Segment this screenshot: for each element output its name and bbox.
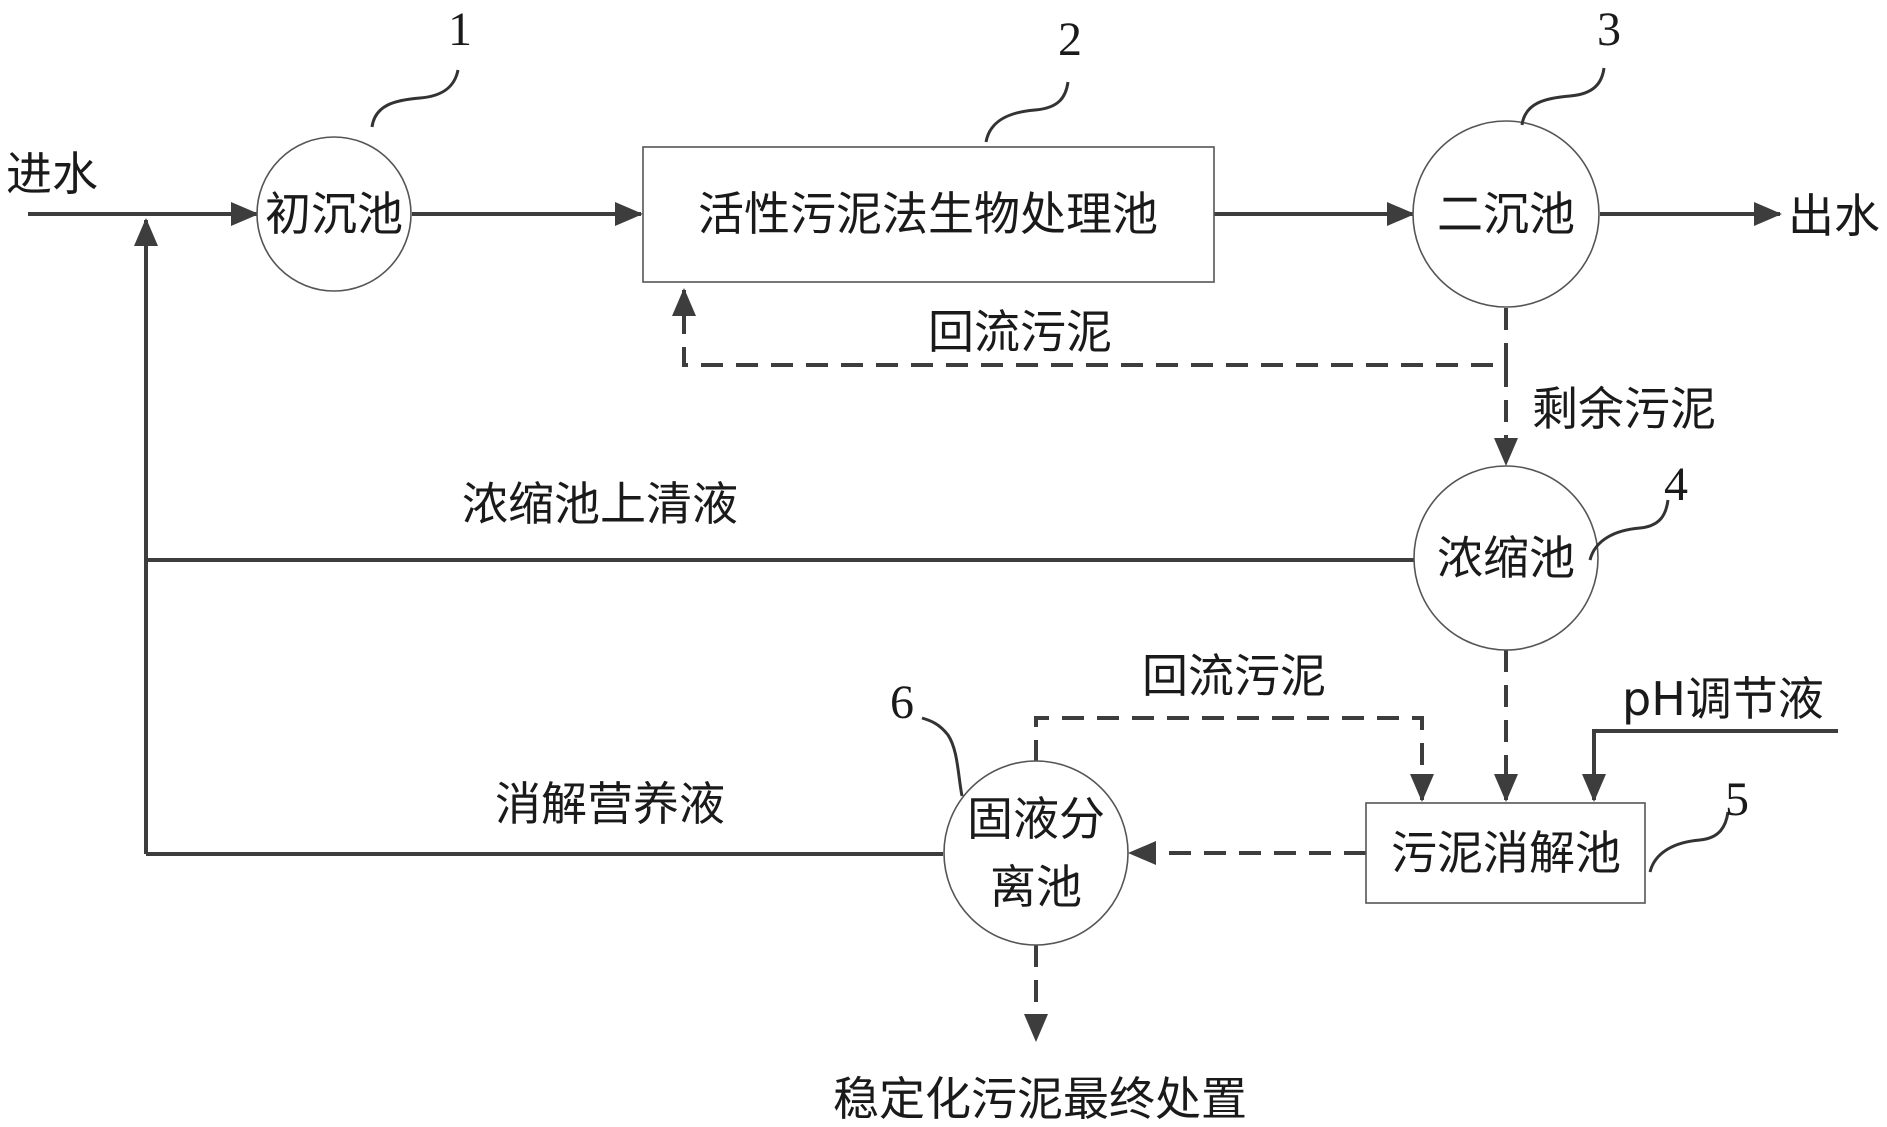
unit-number-5: 5 (1725, 773, 1749, 826)
sludge-digestion-tank (1365, 802, 1646, 904)
return-sludge-top-line (672, 288, 1508, 367)
ph-feed-line (1582, 729, 1838, 802)
leader-5 (1648, 811, 1730, 873)
unit-number-1: 1 (448, 3, 472, 56)
unit-number-4: 4 (1664, 458, 1688, 511)
final-disposal-label: 稳定化污泥最终处置 (833, 1072, 1247, 1126)
leader-2 (984, 81, 1070, 143)
effluent-label: 出水 (1788, 189, 1880, 243)
thickener (1413, 465, 1599, 651)
unit-number-3: 3 (1597, 3, 1621, 56)
leader-3 (1520, 67, 1606, 126)
sludge-digestion-tank-label: 污泥消解池 (1391, 826, 1621, 880)
return-sludge-top-label: 回流污泥 (928, 305, 1112, 359)
supernatant-label: 浓缩池上清液 (462, 477, 738, 531)
thickener-label: 浓缩池 (1437, 531, 1575, 585)
excess-sludge-label: 剩余污泥 (1532, 382, 1716, 436)
influent-label: 进水 (6, 147, 98, 201)
ph-adjust-label: pH调节液 (1622, 672, 1824, 726)
return-sludge-bottom-label: 回流污泥 (1142, 649, 1326, 703)
leader-6 (921, 716, 964, 797)
unit-number-6: 6 (890, 676, 914, 729)
unit-number-2: 2 (1058, 13, 1082, 66)
primary-clarifier (256, 136, 412, 292)
leader-4 (1588, 499, 1670, 561)
return-sludge-bottom-line (1034, 716, 1434, 802)
solid-liquid-separator (943, 760, 1129, 946)
solid-liquid-separator-label-line2: 离池 (990, 860, 1082, 914)
secondary-clarifier-label: 二沉池 (1437, 187, 1575, 241)
activated-sludge-tank-label: 活性污泥法生物处理池 (698, 187, 1158, 241)
leader-1 (370, 69, 460, 128)
primary-clarifier-label: 初沉池 (265, 187, 403, 241)
secondary-clarifier (1412, 120, 1600, 308)
solid-liquid-separator-label-line1: 固液分 (967, 792, 1105, 846)
nutrient-solution-label: 消解营养液 (495, 777, 725, 831)
activated-sludge-tank (642, 146, 1215, 283)
